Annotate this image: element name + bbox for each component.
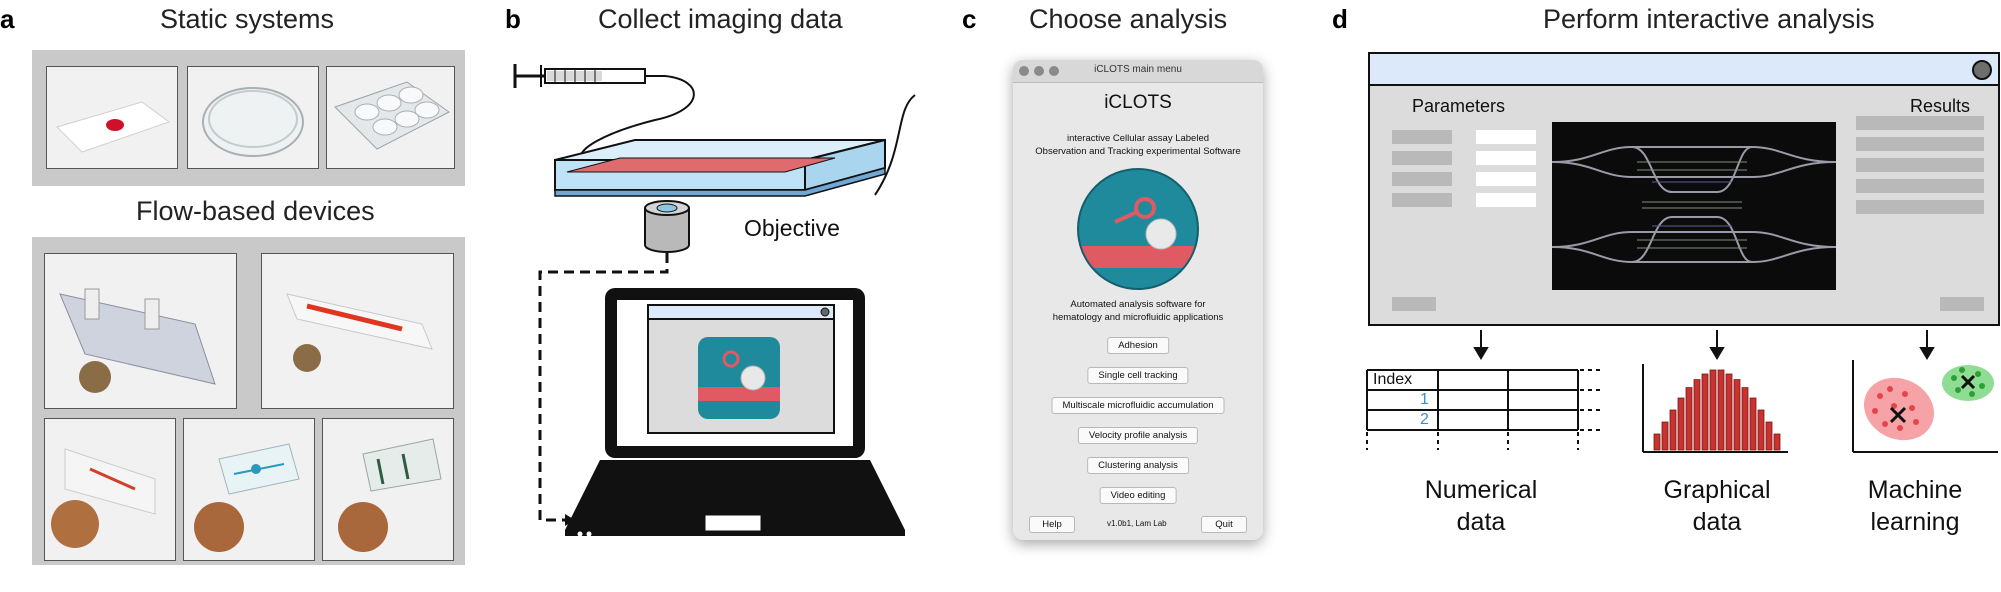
histogram-bar <box>1669 409 1677 451</box>
pdms-device-photo <box>44 253 237 409</box>
histogram-bar <box>1733 379 1741 451</box>
table-row-2-index: 2 <box>1420 411 1429 428</box>
histogram-bar <box>1717 369 1725 451</box>
chip-penny-photo-3 <box>322 418 454 561</box>
collect-imaging-title: Collect imaging data <box>598 4 843 34</box>
perform-analysis-title: Perform interactive analysis <box>1543 4 1875 34</box>
microfluidic-channel-icon <box>554 138 886 197</box>
objective-label: Objective <box>744 215 840 241</box>
clustering-analysis-button[interactable]: Clustering analysis <box>1087 457 1189 474</box>
numerical-data-table <box>1366 369 1602 450</box>
analysis-window-title-bar <box>1370 54 1998 86</box>
parameter-name-3 <box>1392 172 1452 186</box>
panel-b-label: b <box>505 4 521 34</box>
graphical-data-histogram <box>1642 364 1788 453</box>
result-field-5 <box>1856 200 1984 214</box>
ml-caption-line1: Machine <box>1867 476 1963 504</box>
iclots-main-menu-window: iCLOTS main menu iCLOTS interactive Cell… <box>1013 60 1263 540</box>
app-description-line2: hematology and microfluidic applications <box>1052 312 1224 323</box>
machine-learning-caption: Machine learning <box>1830 474 2000 538</box>
parameter-name-2 <box>1392 151 1452 165</box>
parameter-input-3[interactable] <box>1476 172 1536 186</box>
histogram-bar <box>1765 421 1773 451</box>
video-editing-button[interactable]: Video editing <box>1099 487 1177 504</box>
version-label: v1.0b1, Lam Lab <box>1107 519 1167 528</box>
flow-devices-title: Flow-based devices <box>136 196 375 226</box>
panel-d-label: d <box>1332 4 1348 34</box>
parameter-name-4 <box>1392 193 1452 207</box>
parameter-name-1 <box>1392 130 1452 144</box>
histogram-bar <box>1741 387 1749 451</box>
histogram-bar <box>1773 433 1781 451</box>
window-title-bar: iCLOTS main menu <box>1013 60 1263 83</box>
histogram-bar <box>1661 421 1669 451</box>
machine-learning-clusters <box>1852 360 1998 453</box>
red-channel-device-photo <box>261 253 454 409</box>
well-plate-photo <box>326 66 455 169</box>
imaging-setup-illustration <box>513 64 916 537</box>
parameter-input-2[interactable] <box>1476 151 1536 165</box>
numerical-data-caption: Numerical data <box>1386 474 1576 538</box>
parameter-input-4[interactable] <box>1476 193 1536 207</box>
app-subtitle-line1: interactive Cellular assay Labeled <box>1066 133 1210 144</box>
chip-penny-photo-2 <box>183 418 315 561</box>
output-arrows <box>1473 330 1935 360</box>
single-cell-tracking-button[interactable]: Single cell tracking <box>1087 367 1189 384</box>
panel-a-label: a <box>0 4 15 34</box>
window-title: iCLOTS main menu <box>1094 64 1182 75</box>
histogram-bar <box>1685 387 1693 451</box>
panel-c-label: c <box>962 4 977 34</box>
objective-icon <box>644 200 690 253</box>
glass-slide-photo <box>46 66 178 169</box>
histogram-bar <box>1725 373 1733 451</box>
choose-analysis-title: Choose analysis <box>1029 4 1228 34</box>
petri-dish-photo <box>187 66 319 169</box>
results-label: Results <box>1910 96 1971 116</box>
histogram-bar <box>1701 373 1709 451</box>
quit-button[interactable]: Quit <box>1201 516 1247 533</box>
adhesion-button[interactable]: Adhesion <box>1107 337 1169 354</box>
static-systems-title: Static systems <box>160 4 335 34</box>
syringe-icon <box>513 64 665 88</box>
laptop-icon <box>565 288 905 537</box>
ml-caption-line2: learning <box>1870 508 1960 536</box>
histogram-bar <box>1693 379 1701 451</box>
graphical-data-caption: Graphical data <box>1622 474 1812 538</box>
histogram-bar <box>1677 397 1685 451</box>
iclots-logo-icon <box>1077 168 1199 290</box>
result-field-4 <box>1856 179 1984 193</box>
flow-devices-panel <box>32 237 465 565</box>
result-field-3 <box>1856 158 1984 172</box>
app-subtitle-line2: Observation and Tracking experimental So… <box>1035 146 1241 157</box>
app-name: iCLOTS <box>1104 92 1172 113</box>
numerical-caption-line1: Numerical <box>1424 476 1538 504</box>
graphical-caption-line1: Graphical <box>1663 476 1771 504</box>
app-description-line1: Automated analysis software for <box>1070 299 1206 310</box>
result-field-1 <box>1856 116 1984 130</box>
graphical-caption-line2: data <box>1692 508 1742 536</box>
help-button[interactable]: Help <box>1029 516 1075 533</box>
microscopy-image <box>1552 122 1836 290</box>
histogram-bar <box>1749 397 1757 451</box>
parameter-input-1[interactable] <box>1476 130 1536 144</box>
histogram-bar <box>1653 433 1661 451</box>
close-circle-icon[interactable] <box>1972 60 1992 80</box>
numerical-caption-line2: data <box>1456 508 1506 536</box>
histogram-bar <box>1709 369 1717 451</box>
right-action-button[interactable] <box>1940 297 1984 311</box>
velocity-profile-analysis-button[interactable]: Velocity profile analysis <box>1077 427 1199 444</box>
parameters-label: Parameters <box>1412 96 1506 116</box>
result-field-2 <box>1856 137 1984 151</box>
analysis-window: Parameters Results <box>1368 52 2000 326</box>
static-systems-panel <box>32 50 465 186</box>
left-action-button[interactable] <box>1392 297 1436 311</box>
close-dot-icon[interactable] <box>1019 66 1029 76</box>
minimize-dot-icon[interactable] <box>1034 66 1044 76</box>
chip-penny-photo-1 <box>44 418 176 561</box>
zoom-dot-icon[interactable] <box>1049 66 1059 76</box>
histogram-bar <box>1757 409 1765 451</box>
table-header-index: Index <box>1373 371 1413 388</box>
multiscale-microfluidic-accumulation-button[interactable]: Multiscale microfluidic accumulation <box>1051 397 1225 414</box>
table-row-1-index: 1 <box>1420 391 1429 408</box>
